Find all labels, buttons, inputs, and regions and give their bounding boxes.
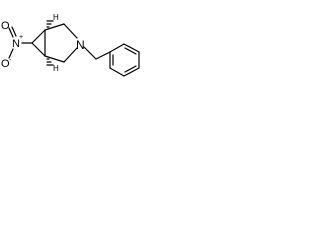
bond-c2-n3 bbox=[63, 23, 78, 39]
bond-c4-c5 bbox=[44, 55, 65, 63]
nitro-plus-charge: + bbox=[19, 34, 23, 41]
benzene-bond-5 bbox=[109, 67, 125, 77]
bond-ch2-phenyl bbox=[95, 51, 111, 60]
benzene-double-bond-2 bbox=[124, 65, 137, 73]
bond-c1-c2 bbox=[44, 23, 65, 31]
benzene-bond-4 bbox=[123, 67, 140, 77]
stereo-hash-bond-top bbox=[46, 20, 54, 28]
bond-c1-c6 bbox=[31, 29, 46, 44]
benzene-bond-2 bbox=[123, 43, 140, 53]
bond-nitro-o-double-2 bbox=[11, 26, 17, 37]
bond-nitro-o-double-1 bbox=[8, 27, 14, 38]
bond-nitro-o-single bbox=[8, 48, 14, 59]
bond-n3-ch2 bbox=[83, 46, 97, 60]
chemical-structure: N N + O O - H H bbox=[1, 13, 140, 77]
bond-n3-c4 bbox=[63, 47, 78, 63]
benzene-double-bond-1 bbox=[124, 47, 137, 55]
ring-nitrogen-label: N bbox=[76, 38, 85, 52]
nitro-oxygen-minus-charge: - bbox=[9, 57, 12, 64]
bond-c5-c6 bbox=[31, 42, 46, 57]
benzene-bond-1 bbox=[109, 43, 125, 53]
nitro-oxygen-double-label: O bbox=[1, 20, 10, 32]
bridgehead-h-bottom-label: H bbox=[53, 64, 59, 73]
stereo-hash-bond-bottom bbox=[46, 58, 54, 66]
nitro-nitrogen-label: N bbox=[12, 38, 20, 50]
bridgehead-h-top-label: H bbox=[53, 13, 59, 22]
nitro-oxygen-single-label: O bbox=[1, 58, 10, 70]
